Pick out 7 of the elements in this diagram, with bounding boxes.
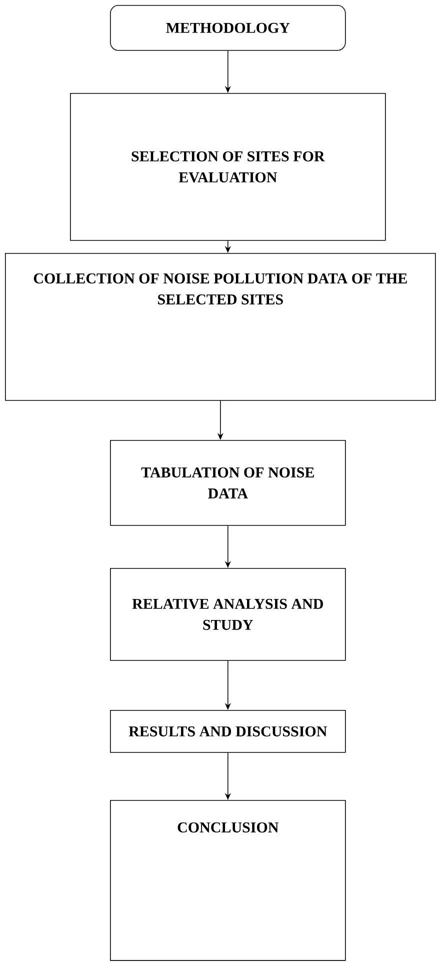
- process-box: SELECTION OF SITES FOR EVALUATION: [70, 93, 386, 241]
- process-box: TABULATION OF NOISE DATA: [110, 440, 346, 526]
- process-box: COLLECTION OF NOISE POLLUTION DATA OF THE SELECTED SITES: [5, 253, 436, 401]
- start-box: METHODOLOGY: [110, 5, 346, 51]
- process-box: RESULTS AND DISCUSSION: [110, 710, 346, 753]
- process-box: CONCLUSION: [110, 800, 346, 961]
- process-box: RELATIVE ANALYSIS AND STUDY: [110, 568, 346, 661]
